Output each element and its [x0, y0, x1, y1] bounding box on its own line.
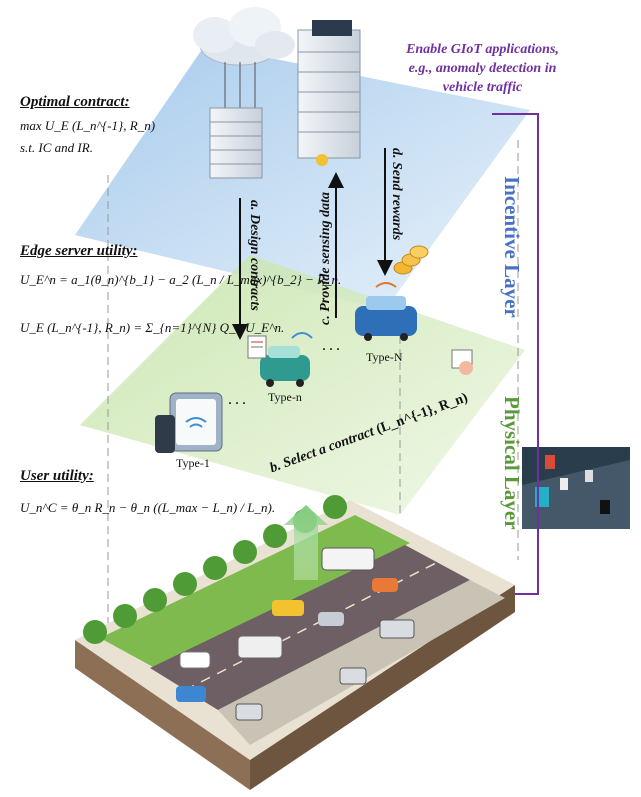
step-c-label: c. Provide sensing data	[318, 192, 333, 325]
traffic-camera-image	[522, 447, 630, 529]
physical-layer-label: Physical Layer	[500, 396, 524, 530]
data-server-rack-icon	[297, 20, 361, 166]
step-d-label: d. Send rewards	[389, 148, 404, 241]
type-1-tablet-icon	[155, 392, 223, 453]
layer-guide-lines	[107, 140, 519, 640]
application-note-line3: vehicle traffic	[442, 80, 523, 95]
incentive-layer-label: Incentive Layer	[500, 176, 524, 318]
user-utility-title: User utility:	[20, 468, 94, 484]
reward-coins-icon	[393, 245, 429, 275]
type-N-vehicle-icon	[355, 282, 417, 341]
optimal-contract-objective: max U_E (L_n^{-1}, R_n)	[20, 118, 156, 133]
user-utility-eq: U_n^C = θ_n R_n − θ_n ((L_max − L_n) / L…	[20, 500, 276, 515]
step-a-label: a. Design contracts	[247, 200, 262, 311]
type-n-label: Type-n	[268, 390, 302, 404]
incentive-layer-plane	[75, 45, 530, 310]
type-n-vehicle-icon	[260, 332, 313, 387]
application-note-line1: Enable GIoT applications,	[406, 42, 559, 57]
cloud-icon	[193, 7, 295, 108]
application-note: Enable GIoT applications, e.g., anomaly …	[380, 40, 585, 97]
ellipsis-between-types-upper: · · ·	[322, 342, 341, 356]
type-1-label: Type-1	[176, 456, 210, 470]
edge-server-utility-eq2: U_E (L_n^{-1}, R_n) = Σ_{n=1}^{N} Q_n U_…	[20, 320, 285, 335]
edge-server-utility-title: Edge server utility:	[20, 243, 138, 259]
ellipsis-between-types-lower: · · ·	[228, 396, 247, 410]
application-note-line2: e.g., anomaly detection in	[408, 61, 557, 76]
edge-server-rack-icon	[209, 107, 263, 179]
optimal-contract-constraints: s.t. IC and IR.	[20, 140, 93, 155]
optimal-contract-title: Optimal contract:	[20, 94, 130, 110]
edge-server-utility-eq1: U_E^n = a_1(θ_n)^{b_1} − a_2 (L_n / L_ma…	[20, 272, 342, 287]
type-N-label: Type-N	[366, 350, 403, 364]
contract-document-icon	[247, 335, 267, 359]
handshake-contract-icon	[451, 349, 473, 375]
road-vehicles	[176, 547, 415, 721]
upload-arrow	[284, 505, 328, 580]
